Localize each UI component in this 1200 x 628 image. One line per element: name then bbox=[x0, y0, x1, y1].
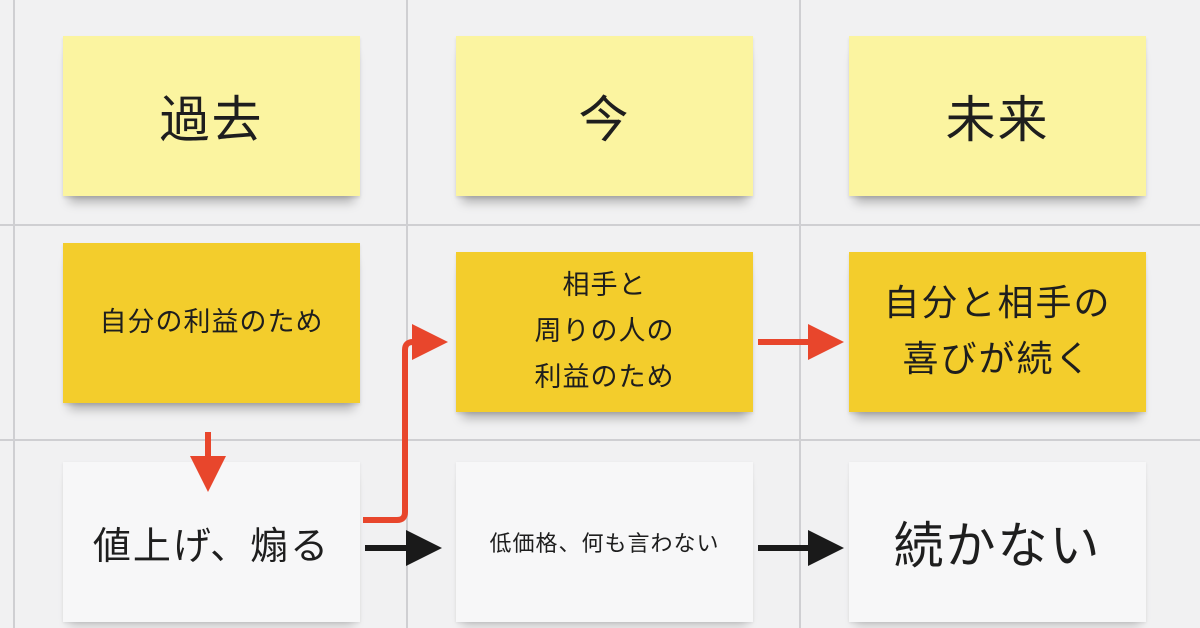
sticky-note-past-action[interactable]: 値上げ、煽る bbox=[63, 462, 360, 622]
note-text: 低価格、何も言わない bbox=[489, 532, 720, 557]
grid-line bbox=[799, 0, 801, 628]
arrow-elbow-red bbox=[363, 324, 448, 523]
note-text: 自分の利益のため bbox=[99, 307, 324, 339]
note-text: 値上げ、煽る bbox=[92, 523, 331, 568]
sticky-note-now-purpose[interactable]: 相手と 周りの人の 利益のため bbox=[456, 252, 753, 412]
note-text: 相手と 周りの人の 利益のため bbox=[534, 270, 675, 393]
sticky-note-now-header[interactable]: 今 bbox=[456, 36, 753, 196]
note-text: 未来 bbox=[945, 91, 1050, 149]
sticky-note-past-purpose[interactable]: 自分の利益のため bbox=[63, 243, 360, 403]
sticky-note-now-action[interactable]: 低価格、何も言わない bbox=[456, 462, 753, 622]
note-text: 自分と相手の 喜びが続く bbox=[883, 283, 1112, 380]
grid-line bbox=[406, 0, 408, 628]
sticky-note-future-action[interactable]: 続かない bbox=[849, 462, 1146, 622]
note-text: 過去 bbox=[159, 91, 264, 149]
note-text: 今 bbox=[578, 91, 631, 149]
sticky-note-future-header[interactable]: 未来 bbox=[849, 36, 1146, 196]
grid-line bbox=[13, 0, 15, 628]
grid-line bbox=[0, 224, 1200, 226]
sticky-note-future-purpose[interactable]: 自分と相手の 喜びが続く bbox=[849, 252, 1146, 412]
note-text: 続かない bbox=[893, 517, 1102, 575]
grid-line bbox=[0, 439, 1200, 441]
sticky-note-past-header[interactable]: 過去 bbox=[63, 36, 360, 196]
